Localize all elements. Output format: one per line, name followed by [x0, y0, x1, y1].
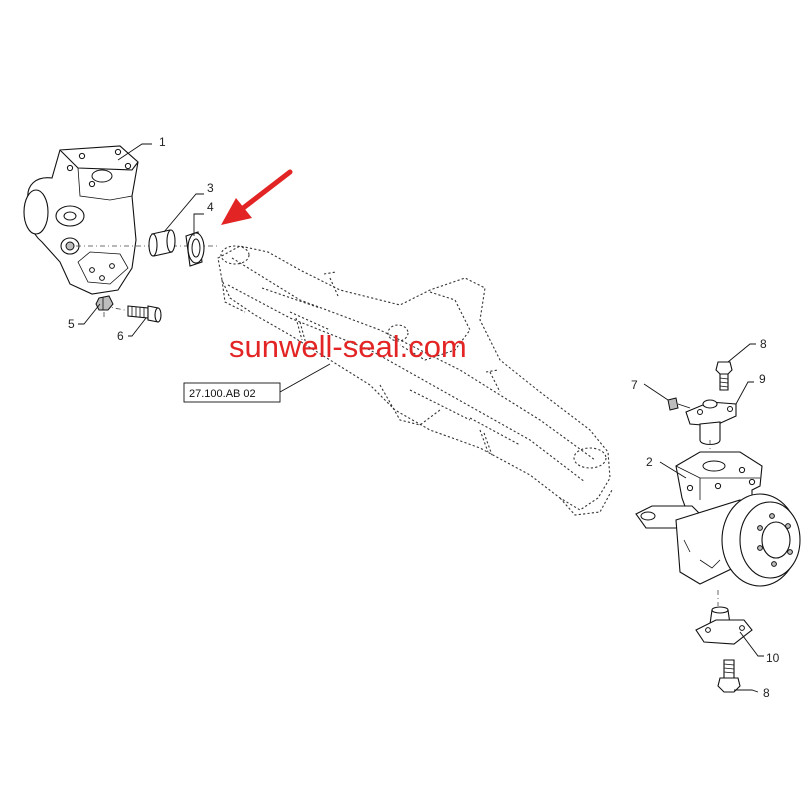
nut [95, 295, 114, 311]
lower-king-pin [695, 606, 753, 645]
callout-5: 5 [68, 317, 75, 331]
watermark-text: sunwell-seal.com [229, 329, 467, 364]
callout-10: 10 [766, 651, 780, 665]
steering-knuckle-right [635, 451, 801, 587]
lower-bolt [717, 659, 741, 693]
grease-nipple [667, 397, 691, 411]
callout-4: 4 [207, 200, 214, 214]
callout-3: 3 [207, 181, 214, 195]
leader-lines [78, 143, 764, 693]
upper-bolt [715, 361, 733, 391]
upper-king-pin [685, 399, 737, 446]
callout-8-upper: 8 [760, 337, 767, 351]
red-arrow-pointer [221, 169, 293, 225]
callout-7: 7 [631, 378, 638, 392]
reference-label: 27.100.AB 02 [189, 388, 256, 400]
steering-knuckle-left [23, 145, 139, 295]
callout-6: 6 [117, 329, 124, 343]
seal-ring [185, 231, 205, 267]
reference-box[interactable]: 27.100.AB 02 [183, 382, 281, 403]
callout-2: 2 [646, 455, 653, 469]
centerline-right [709, 440, 719, 606]
callout-1: 1 [159, 135, 166, 149]
axle-housing [217, 245, 613, 516]
callout-8-lower: 8 [763, 686, 770, 700]
callout-9: 9 [759, 372, 766, 386]
bolt [127, 305, 162, 323]
bushing [148, 229, 176, 257]
